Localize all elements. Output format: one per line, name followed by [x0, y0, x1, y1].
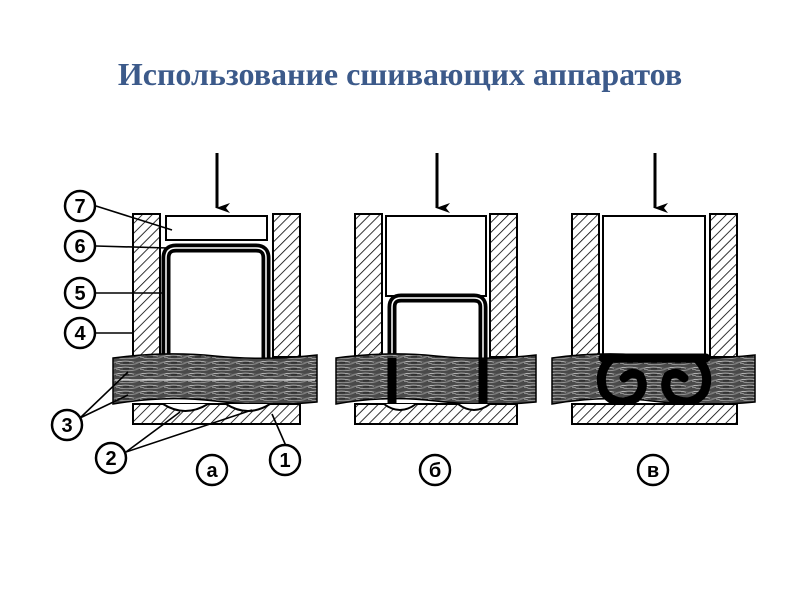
staple-v — [596, 353, 712, 407]
callout-4: 4 — [63, 316, 97, 350]
panel-label-b: б — [418, 453, 452, 487]
tissue-b — [335, 353, 537, 406]
panel-a — [112, 153, 318, 425]
callout-label: 3 — [61, 415, 72, 437]
housing-left-wall-b — [354, 213, 383, 358]
panel-letter: а — [206, 460, 218, 482]
housing-left-wall-v — [571, 213, 600, 358]
callout-label: 4 — [74, 323, 86, 345]
pusher-v — [602, 215, 706, 356]
callout-7: 7 — [63, 189, 97, 223]
housing-right-wall-v — [709, 213, 738, 358]
panel-label-a: а — [195, 453, 229, 487]
housing-right-wall-a — [272, 213, 301, 358]
callout-label: 1 — [279, 450, 290, 472]
staple-a — [161, 243, 271, 360]
housing-right-wall-b — [489, 213, 518, 358]
callout-2: 2 — [94, 441, 128, 475]
slide-title: Использование сшивающих аппаратов — [117, 56, 683, 92]
callout-1: 1 — [268, 443, 302, 477]
callout-label: 6 — [74, 236, 85, 258]
callout-3: 3 — [50, 408, 84, 442]
callout-label: 7 — [74, 196, 85, 218]
panel-b — [335, 153, 537, 425]
anvil-v — [571, 403, 738, 425]
callout-label: 2 — [105, 448, 116, 470]
callout-6: 6 — [63, 229, 97, 263]
panel-label-v: в — [636, 453, 670, 487]
pusher-a — [165, 215, 268, 241]
housing-left-wall-a — [132, 213, 161, 358]
pusher-b — [385, 215, 487, 297]
callout-label: 5 — [74, 283, 85, 305]
panel-letter: б — [429, 460, 441, 482]
panel-v — [551, 153, 756, 425]
tissue-a — [112, 353, 318, 406]
leader-lines — [79, 205, 287, 453]
callout-5: 5 — [63, 276, 97, 310]
panel-letter: в — [647, 460, 659, 482]
anvil-b — [354, 403, 518, 425]
